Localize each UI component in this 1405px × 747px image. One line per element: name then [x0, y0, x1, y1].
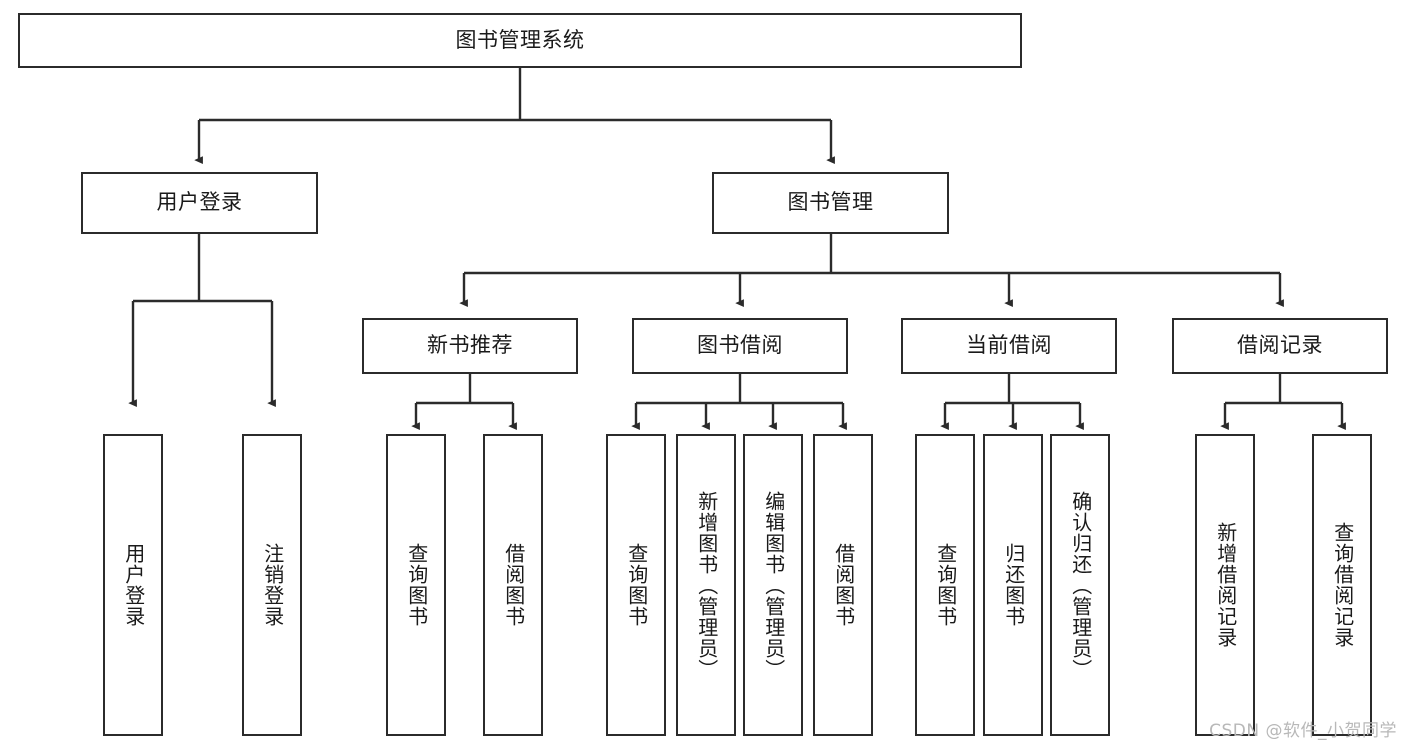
node-root-book-management-system[interactable]: 图书管理系统: [18, 13, 1022, 68]
edge-group-book-borrow: [631, 374, 847, 431]
node-new-book-recommend[interactable]: 新书推荐: [362, 318, 578, 374]
node-current-borrow[interactable]: 当前借阅: [901, 318, 1117, 374]
node-label: 图书管理: [787, 190, 874, 215]
leaf-book-borrow-4[interactable]: 借阅图书: [813, 434, 873, 736]
leaf-label: 新增借阅记录: [1213, 522, 1238, 648]
node-book-borrow[interactable]: 图书借阅: [632, 318, 848, 374]
leaf-current-borrow-2[interactable]: 归还图书: [983, 434, 1043, 736]
leaf-label: 编辑图书（管理员）: [761, 490, 786, 680]
node-user-login[interactable]: 用户登录: [81, 172, 318, 234]
leaf-user-login-1[interactable]: 用户登录: [103, 434, 163, 736]
node-label: 图书管理系统: [455, 27, 585, 52]
leaf-label: 查询图书: [933, 543, 958, 627]
edge-group-current-borrow: [940, 374, 1084, 431]
node-book-management[interactable]: 图书管理: [712, 172, 949, 234]
edge-group-user-login: [128, 234, 276, 408]
leaf-label: 查询图书: [624, 543, 649, 627]
leaf-user-login-2[interactable]: 注销登录: [242, 434, 302, 736]
edge-group-root: [194, 68, 835, 165]
leaf-label: 归还图书: [1001, 543, 1026, 627]
node-borrow-record[interactable]: 借阅记录: [1172, 318, 1388, 374]
node-label: 新书推荐: [427, 333, 513, 358]
leaf-book-borrow-1[interactable]: 查询图书: [606, 434, 666, 736]
leaf-borrow-record-1[interactable]: 新增借阅记录: [1195, 434, 1255, 736]
leaf-label: 新增图书（管理员）: [694, 490, 719, 680]
leaf-label: 查询图书: [404, 543, 429, 627]
leaf-current-borrow-1[interactable]: 查询图书: [915, 434, 975, 736]
leaf-label: 借阅图书: [501, 543, 526, 627]
leaf-borrow-record-2[interactable]: 查询借阅记录: [1312, 434, 1372, 736]
edge-group-new-book: [411, 374, 517, 431]
leaf-book-borrow-3[interactable]: 编辑图书（管理员）: [743, 434, 803, 736]
node-label: 当前借阅: [966, 333, 1052, 358]
leaf-label: 借阅图书: [831, 543, 856, 627]
node-label: 用户登录: [156, 190, 243, 215]
leaf-label: 注销登录: [260, 543, 285, 627]
leaf-label: 查询借阅记录: [1330, 522, 1355, 648]
edge-group-borrow-record: [1220, 374, 1346, 431]
node-label: 借阅记录: [1237, 333, 1323, 358]
leaf-current-borrow-3[interactable]: 确认归还（管理员）: [1050, 434, 1110, 736]
edge-group-book-mgmt: [459, 234, 1284, 308]
leaf-label: 用户登录: [121, 543, 146, 627]
leaf-new-book-1[interactable]: 查询图书: [386, 434, 446, 736]
node-label: 图书借阅: [697, 333, 783, 358]
leaf-new-book-2[interactable]: 借阅图书: [483, 434, 543, 736]
leaf-book-borrow-2[interactable]: 新增图书（管理员）: [676, 434, 736, 736]
leaf-label: 确认归还（管理员）: [1068, 490, 1093, 680]
